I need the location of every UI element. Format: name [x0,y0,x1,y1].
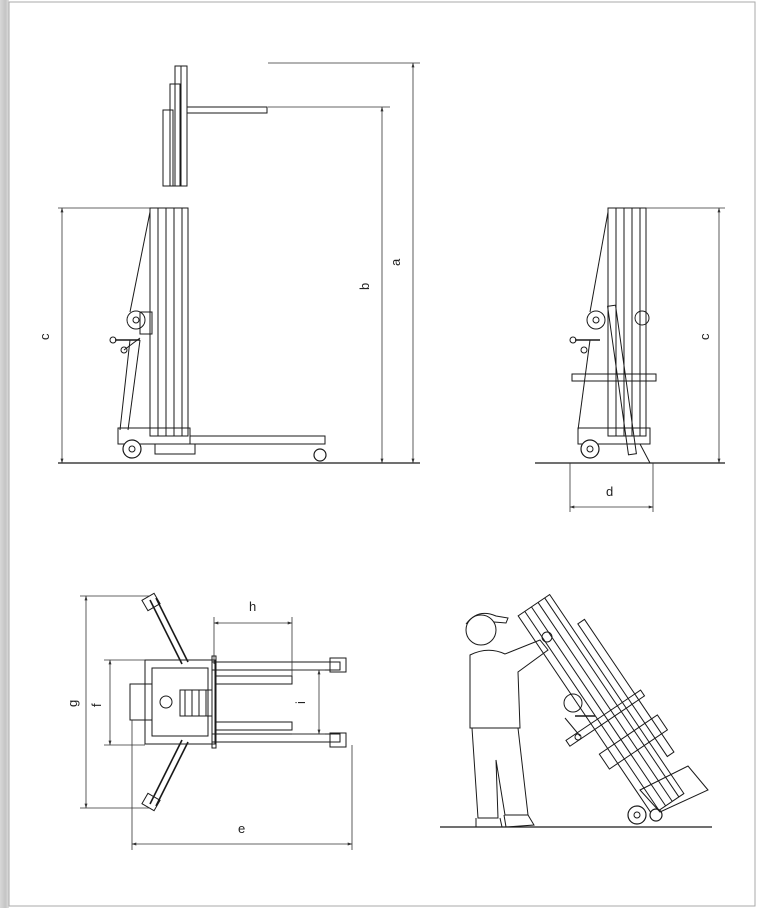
mast-section-2 [169,83,181,187]
winch-drum-4 [563,693,583,713]
top-view: g f h i e [65,592,353,850]
border-strip [0,0,9,908]
worker-legs [471,727,529,819]
label-g: g [65,700,80,707]
label-d: d [606,484,613,499]
base-leg [189,435,326,445]
load-fork [186,106,268,114]
folded-fork [571,373,657,382]
tilted-lift [517,593,685,816]
fork-arm-upper [211,661,341,671]
fork-arm-lower [211,733,341,743]
lift-wheel-4 [627,805,647,825]
front-wheel [313,448,327,462]
frame [8,1,756,907]
outrigger-leg-upper [149,599,183,665]
worker-figure [465,612,553,828]
mast-block-top [144,659,216,745]
label-e: e [238,821,245,836]
label-c-left: c [37,333,52,340]
label-h: h [249,599,256,614]
side-view-extended: a b c [37,62,420,464]
label-b: b [357,283,372,290]
worker-torso [469,639,549,729]
winch-drum-2 [586,310,606,330]
worker-cap [465,612,509,625]
winch-drum [126,310,146,330]
label-a: a [388,258,403,266]
transport-view [440,593,712,828]
base-frame-2 [577,427,651,445]
label-f: f [89,703,104,707]
side-view-folded: c d [535,207,725,512]
outrigger-leg-lower [149,739,183,805]
label-c-right: c [697,333,712,340]
tilted-base [639,765,709,813]
mast-section-3 [162,109,174,187]
rear-wheel [122,439,142,459]
rear-wheel-2 [580,439,600,459]
mast-base [149,207,189,437]
label-i: i [293,701,308,704]
mast-folded [607,207,647,437]
worker-head [465,614,497,646]
